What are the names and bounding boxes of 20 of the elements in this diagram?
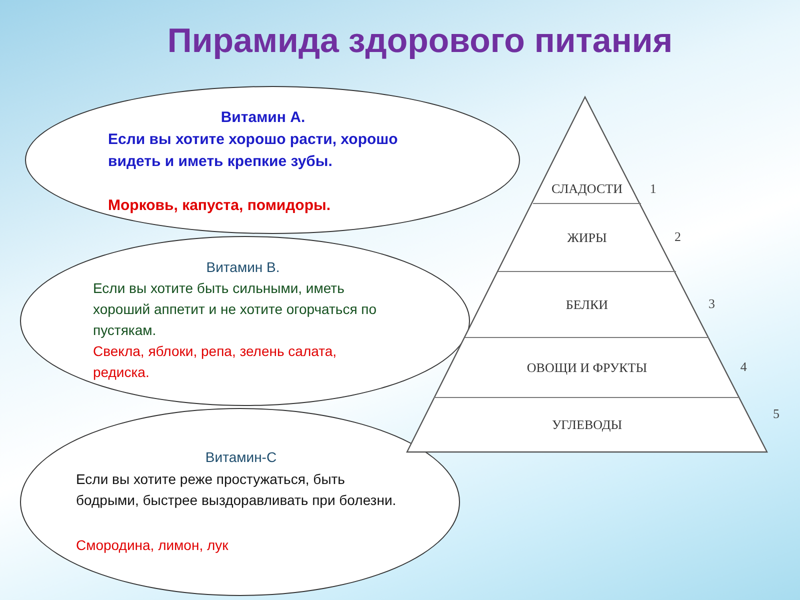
level-number: 1 [650,180,656,196]
level-number: 5 [773,406,780,422]
food-list: Морковь, капуста, помидоры. [108,195,418,217]
title: Пирамида здорового питания [166,22,674,61]
layer-label: СЛАДОСТИ [552,181,622,197]
vitamin-heading: Витамин В. [205,258,281,277]
level-number: 3 [708,296,715,312]
layer-label: БЕЛКИ [566,296,608,312]
level-number: 2 [674,229,681,245]
layer-label: ОВОЩИ И ФРУКТЫ [526,360,648,376]
level-number: 4 [740,359,747,375]
vitamin-description: Если вы хотите хорошо расти, хорошо видеть и иметь крепкие зубы. [108,130,399,172]
food-list: Свекла, яблоки, репа, зелень салата, редиска. [93,341,393,383]
vitamin-heading: Витамин А. [220,108,306,128]
vitamin-description: Если вы хотите быть сильными, иметь хороший аппетит и не хотите огорчаться по пустякам. [93,279,378,340]
food-list: Смородина, лимон, лук [76,535,406,556]
vitamin-description: Если вы хотите реже простужаться, быть бодрыми, быстрее выздоравливать при болезни. [76,470,398,510]
vitamin-heading: Витамин-С [204,448,278,467]
layer-label: ЖИРЫ [567,230,607,246]
layer-label: УГЛЕВОДЫ [552,417,622,433]
